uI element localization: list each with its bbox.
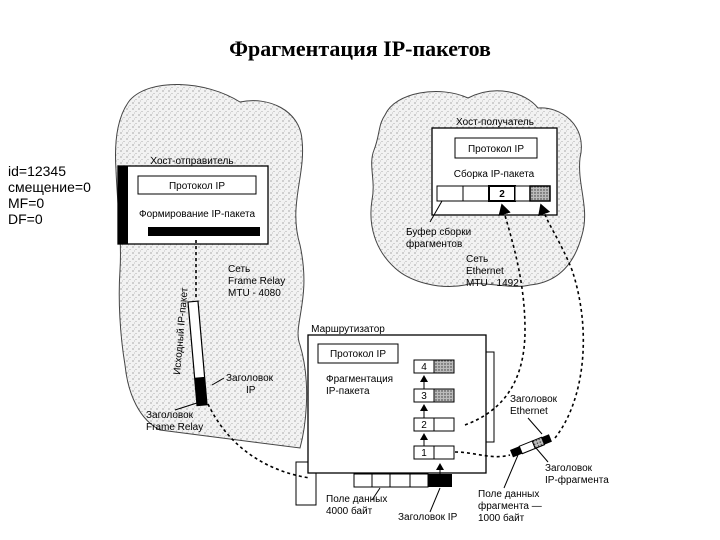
data-field-line2: 4000 байт	[326, 505, 373, 517]
fragment-2: 2	[413, 417, 455, 432]
fragment-header-line2: IP-фрагмента	[545, 474, 609, 486]
router-protocol-label: Протокол IP	[330, 349, 386, 360]
buffer-label-line2: фрагментов	[406, 238, 462, 250]
packet-id: id=12345	[8, 163, 67, 179]
frame-relay-header-line1: Заголовок	[146, 410, 194, 421]
fragment-4: 4	[413, 359, 455, 374]
fragment-3: 3	[413, 388, 455, 403]
svg-text:2: 2	[421, 420, 427, 431]
router-label: Маршрутизатор	[311, 324, 385, 335]
router-ip-header-label: Заголовок IP	[398, 512, 458, 523]
packet-offset: смещение=0	[8, 179, 91, 195]
svg-text:Сеть: Сеть	[466, 254, 488, 265]
receiver-host: Хост-получатель Протокол IP Сборка IP-па…	[406, 117, 558, 250]
ethernet-to-receiver-link-a	[464, 203, 526, 426]
ethernet-frame-fragment	[509, 434, 552, 458]
ethernet-header-line2: Ethernet	[510, 406, 548, 417]
svg-text:1: 1	[421, 448, 427, 459]
fragment-payload-line3: 1000 байт	[478, 512, 525, 524]
frame-relay-header-line2: Frame Relay	[146, 422, 203, 433]
data-field-line1: Поле данных	[326, 494, 387, 505]
receiver-host-label: Хост-получатель	[456, 117, 534, 128]
sender-host: Хост-отправитель Протокол IP Формировани…	[117, 156, 269, 245]
sender-network-cloud	[115, 84, 308, 449]
svg-text:4: 4	[421, 362, 427, 373]
router-task-line2: IP-пакета	[326, 386, 370, 397]
diagram-title: Фрагментация IP-пакетов	[229, 36, 491, 61]
sender-task-label: Формирование IP-пакета	[139, 209, 255, 220]
fragment-payload-line1: Поле данных	[478, 489, 539, 500]
ethernet-label: Сеть Ethernet MTU - 1492	[466, 254, 519, 289]
packet-mf-flag: MF=0	[8, 195, 45, 211]
sender-protocol-label: Протокол IP	[169, 181, 225, 192]
packet-fields: id=12345 смещение=0 MF=0 DF=0	[8, 163, 91, 227]
fragment-header-line1: Заголовок	[545, 463, 593, 474]
svg-text:MTU - 4080: MTU - 4080	[228, 288, 281, 299]
reassembly-buffer: 2	[436, 185, 551, 202]
svg-text:Ethernet: Ethernet	[466, 266, 504, 277]
buffer-label-line1: Буфер сборки	[406, 226, 471, 238]
receiver-task-label: Сборка IP-пакета	[454, 168, 535, 180]
receiver-protocol-label: Протокол IP	[468, 144, 524, 155]
fragment-1: 1	[413, 445, 455, 460]
svg-text:Сеть: Сеть	[228, 264, 250, 275]
svg-text:MTU - 1492: MTU - 1492	[466, 278, 519, 289]
router: Маршрутизатор Протокол IP Фрагментация I…	[295, 324, 495, 506]
router-task-line1: Фрагментация	[326, 374, 393, 385]
frame-relay-label: Сеть Frame Relay MTU - 4080	[228, 264, 285, 299]
svg-text:3: 3	[421, 391, 427, 402]
svg-text:Frame Relay: Frame Relay	[228, 276, 285, 287]
sender-ip-header-line1: Заголовок	[226, 373, 274, 384]
sender-ip-header-line2: IP	[246, 385, 256, 396]
buffer-slot-number: 2	[499, 189, 505, 200]
packet-df-flag: DF=0	[8, 211, 43, 227]
router-to-ethernet-link	[454, 451, 511, 458]
sender-host-label: Хост-отправитель	[150, 156, 233, 167]
incoming-packet	[353, 473, 452, 488]
ethernet-to-receiver-link-b	[538, 203, 585, 439]
fragment-payload-line2: фрагмента —	[478, 500, 542, 512]
ethernet-header-line1: Заголовок	[510, 394, 558, 405]
